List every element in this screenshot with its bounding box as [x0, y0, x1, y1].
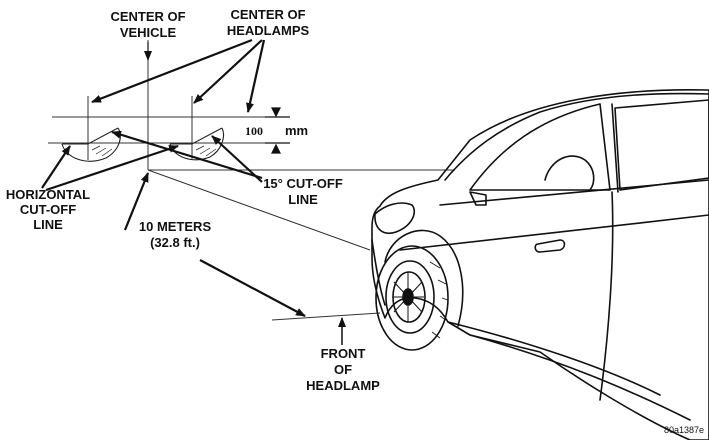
right-beam-cutoff [170, 127, 223, 145]
dim-arrow-top [271, 107, 281, 118]
dim-arrow-bottom [271, 143, 281, 154]
car-sill-line [447, 321, 661, 396]
wheel-spokes [393, 272, 424, 322]
label-15-cutoff-line2: LINE [288, 192, 318, 207]
car-mirror [469, 191, 487, 206]
arrow-horizontal-cutoff-right [45, 144, 179, 192]
arrow-15-cutoff-left [111, 130, 263, 180]
car-outline [371, 88, 709, 440]
car-body [371, 88, 709, 440]
wall-guide-lines [48, 40, 455, 321]
tire-inner [385, 260, 435, 334]
arrow-horizontal-cutoff-left [41, 145, 71, 189]
headlamp-front-ground-line [271, 312, 381, 321]
label-distance-line1: 10 METERS [139, 219, 212, 234]
leader-arrows [41, 38, 346, 345]
left-beam-pattern [61, 127, 121, 162]
label-center-headlamps-line1: CENTER OF [230, 7, 305, 22]
text-labels: CENTER OF VEHICLE CENTER OF HEADLAMPS 10… [6, 7, 704, 435]
label-front-headlamp-line3: HEADLAMP [306, 378, 380, 393]
right-beam-hatch [195, 145, 217, 157]
left-beam-outline [61, 127, 121, 162]
car-steering-wheel [544, 155, 595, 191]
label-distance-line2: (32.8 ft.) [150, 235, 200, 250]
label-measurement-unit: mm [285, 123, 308, 138]
arrow-15-cutoff-right [211, 135, 263, 183]
right-beam-outline [169, 127, 225, 161]
label-center-headlamps-line2: HEADLAMPS [227, 23, 310, 38]
figure-code: 80a1387e [664, 425, 704, 435]
car-windshield [469, 103, 611, 191]
label-horizontal-cutoff-line2: CUT-OFF [20, 202, 76, 217]
arrow-headlamps-to-right [193, 39, 263, 104]
car-door-handle [534, 239, 566, 253]
right-beam-pattern [169, 127, 225, 161]
left-beam-cutoff [62, 127, 119, 145]
ground-perspective-line [147, 169, 371, 251]
tire-tread [429, 261, 449, 339]
label-horizontal-cutoff-line3: LINE [33, 217, 63, 232]
car-beltline [439, 179, 709, 206]
arrow-distance-to-wall [123, 172, 150, 231]
car-bumper [371, 239, 386, 306]
car-door-line [599, 191, 614, 401]
tire-outer [375, 245, 449, 351]
label-measurement-value: 100 [245, 124, 263, 138]
label-horizontal-cutoff-line1: HORIZONTAL [6, 187, 90, 202]
car-front-window [614, 99, 709, 191]
arrow-distance-to-front [199, 259, 306, 317]
car-body-crease [399, 214, 709, 251]
car-wheel-arch [384, 229, 464, 327]
label-center-vehicle-line2: VEHICLE [120, 25, 177, 40]
front-wheel [375, 245, 449, 351]
car-headlamp [374, 202, 416, 234]
label-center-vehicle-line1: CENTER OF [110, 9, 185, 24]
left-beam-hatch [91, 145, 113, 157]
label-front-headlamp-line2: OF [334, 362, 352, 377]
dimension-100mm [265, 107, 290, 154]
label-front-headlamp-line1: FRONT [321, 346, 366, 361]
arrow-headlamps-to-left [91, 38, 253, 104]
car-roofline [444, 92, 709, 181]
car-rocker [469, 334, 691, 421]
label-15-cutoff-line1: 15° CUT-OFF [263, 176, 343, 191]
arrow-headlamps-to-dimension [246, 39, 266, 113]
car-a-pillar [611, 103, 619, 193]
